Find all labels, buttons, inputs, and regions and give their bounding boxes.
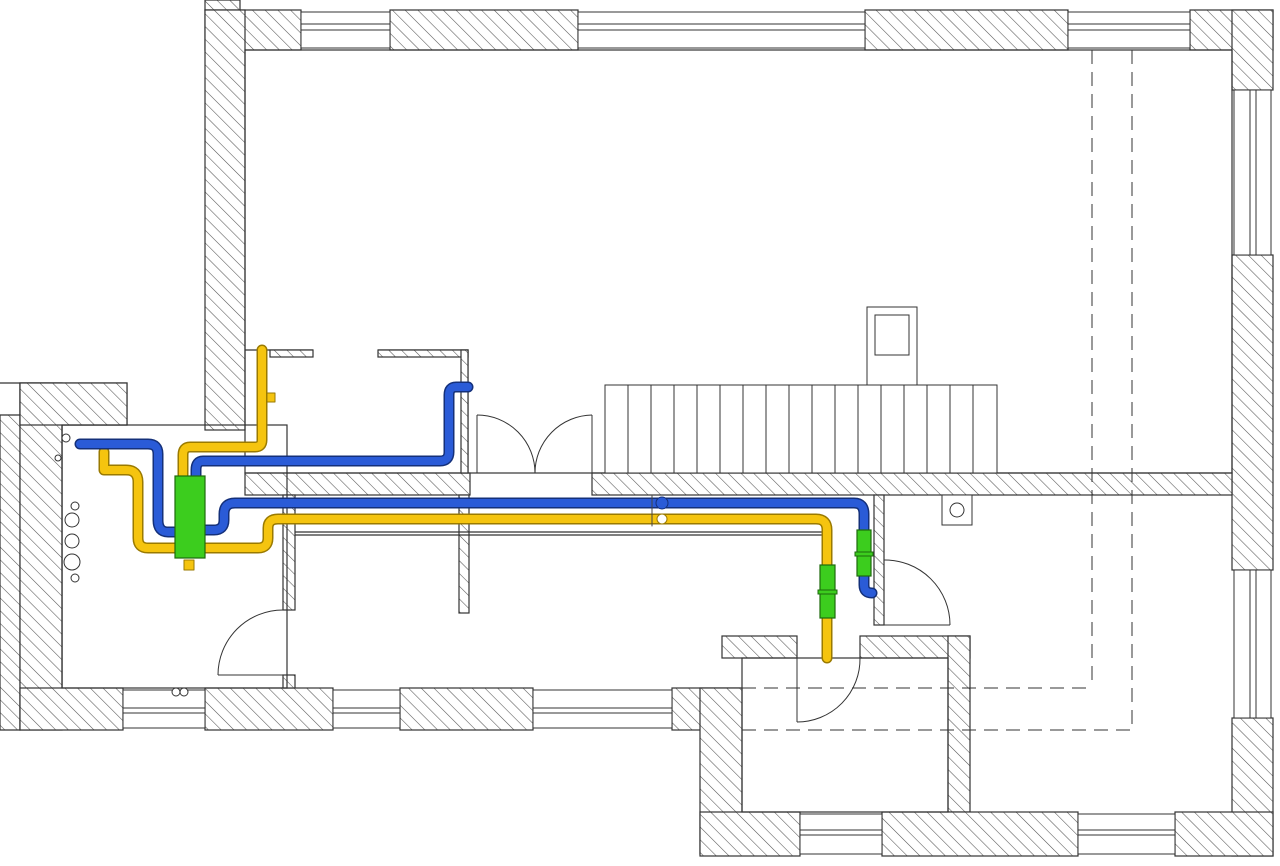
windows [122, 11, 1272, 855]
window-icon [1077, 813, 1176, 855]
door-swing-icon [883, 559, 951, 626]
pipe-hole [179, 687, 189, 697]
pipe-hole [64, 533, 80, 549]
staircase-icon [604, 306, 998, 474]
door-swing-icon [476, 414, 593, 474]
wall-bottom-5 [699, 811, 801, 857]
extract-ducts [98, 344, 833, 664]
main-ventilation-unit [174, 475, 206, 559]
wall-right-1 [1231, 9, 1274, 91]
duct-junction [656, 513, 668, 525]
wall-top-3 [864, 9, 1069, 51]
window-icon [122, 689, 206, 729]
wall-bottom-3 [399, 687, 534, 731]
duct-junction [655, 496, 669, 510]
pipe-hole [171, 687, 181, 697]
window-icon [300, 11, 391, 49]
ventilation-units [174, 475, 874, 619]
wall-annex-top [19, 382, 128, 426]
window-icon [332, 689, 401, 729]
window-icon [799, 813, 883, 855]
wall-bottom-7 [1174, 811, 1274, 857]
closet-wall-top-b [377, 349, 469, 358]
wall-bottom-2 [204, 687, 334, 731]
pipe-hole [70, 501, 80, 511]
wall-bottom-6 [881, 811, 1079, 857]
supply-ducts [74, 381, 878, 599]
window-icon [577, 11, 866, 49]
wall-bottom-1 [19, 687, 124, 731]
fixtures [54, 433, 973, 697]
room-small-closet [245, 349, 469, 473]
wall-column-3 [458, 494, 470, 614]
wall-corridor-top-a [244, 472, 471, 496]
closet-wall-top-a [269, 349, 314, 358]
pipe-hole [64, 512, 80, 528]
chimney-flue [874, 314, 910, 356]
wall-column-2 [282, 674, 296, 689]
doors [217, 414, 951, 723]
closet-wall-right [460, 349, 469, 474]
window-icon [532, 689, 673, 729]
door-swing-icon [217, 609, 284, 676]
wall-left-upper [204, 9, 246, 431]
window-icon [1233, 569, 1272, 719]
wall-column-1 [282, 494, 296, 611]
floor-drain-icon [941, 494, 973, 526]
wall-nw-corner [204, 0, 241, 11]
wall-corridor-top-b [591, 472, 1233, 496]
pipe-hole [54, 454, 62, 462]
door-swing-icon [796, 657, 861, 723]
wall-top-2 [389, 9, 579, 51]
window-icon [1233, 89, 1272, 256]
window-icon [1067, 11, 1191, 49]
pipe-hole [70, 573, 80, 583]
overhead-dashed-lines [742, 50, 1133, 731]
wall-right-2 [1231, 254, 1274, 571]
pipe-hole [63, 553, 81, 571]
wall-column-4 [873, 494, 885, 626]
room-bath [741, 657, 949, 813]
pipe-hole [61, 433, 71, 443]
wall-box-top-a [721, 635, 798, 659]
wall-annex-left-stub [19, 382, 63, 731]
wall-box-right [947, 635, 971, 813]
